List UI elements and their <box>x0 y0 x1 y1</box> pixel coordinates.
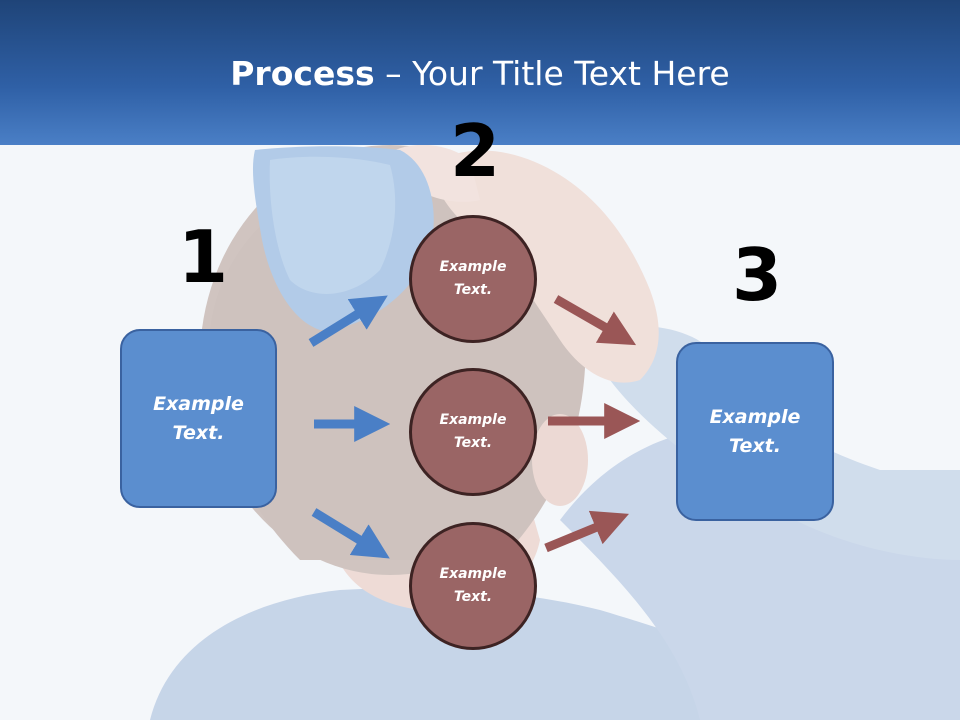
circle-bottom-label: Example Text. <box>439 566 507 605</box>
step-number-2: 2 <box>450 109 501 193</box>
arrow-bottom-to-3 <box>544 510 629 553</box>
arrow-1-to-bottom <box>311 508 390 559</box>
title-bar: Process – Your Title Text Here <box>0 0 960 145</box>
step-2-circle-bottom[interactable]: Example Text. <box>409 522 537 650</box>
step-number-3: 3 <box>732 233 783 317</box>
circle-middle-label: Example Text. <box>439 412 507 451</box>
arrow-1-to-top <box>308 295 388 347</box>
step-1-label: Example Text. <box>153 392 244 444</box>
arrow-top-to-3 <box>553 295 637 346</box>
circle-top-label: Example Text. <box>439 259 507 298</box>
title-bold: Process <box>230 54 375 93</box>
step-3-label: Example Text. <box>709 405 801 457</box>
step-2-circle-middle[interactable]: Example Text. <box>409 368 537 496</box>
step-2-circle-top[interactable]: Example Text. <box>409 215 537 343</box>
step-1-box[interactable]: Example Text. <box>120 329 277 508</box>
step-3-box[interactable]: Example Text. <box>676 342 834 521</box>
slide-title[interactable]: Process – Your Title Text Here <box>0 52 960 96</box>
title-rest: – Your Title Text Here <box>374 54 730 93</box>
step-number-1: 1 <box>178 215 229 299</box>
